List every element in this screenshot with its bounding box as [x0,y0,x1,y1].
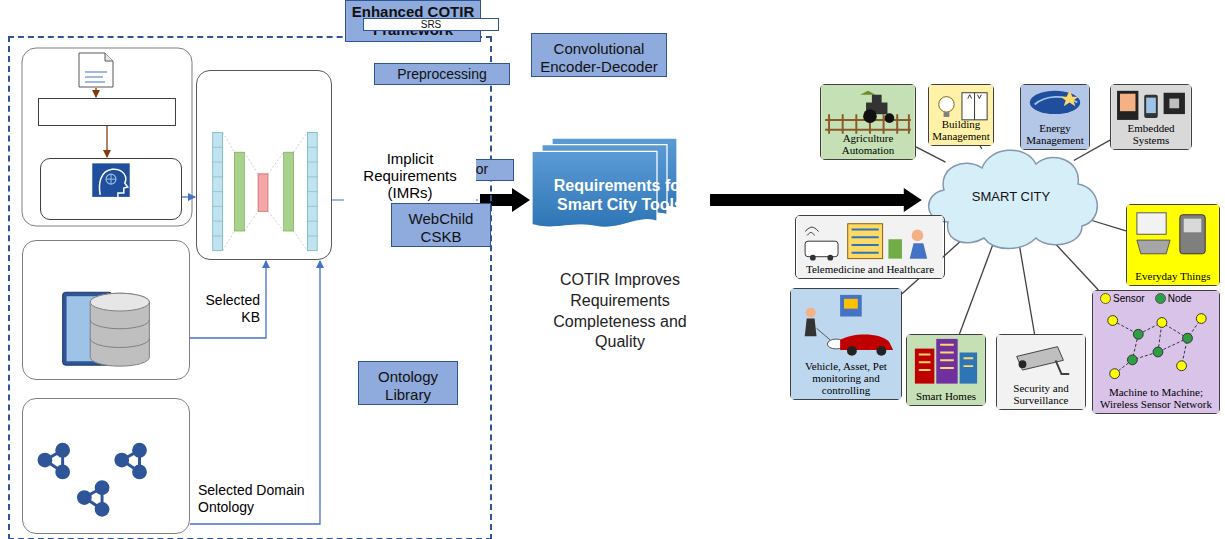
edge-label-holder: Selected KB [196,292,262,326]
connector [959,245,992,334]
legend-item: Sensor [1096,293,1145,304]
node-label: Machine to Machine; Wireless Sensor Netw… [1093,385,1219,413]
knowledge-base-box: WebChild CSKB [22,240,190,380]
document-stack [532,138,708,388]
domain-tile: Telemedicine and Healthcare [795,215,945,279]
node-label: SMART CITY [972,189,1050,204]
ontology-icons [23,399,189,533]
connector [106,126,107,157]
node-label: Preprocessing [374,63,510,85]
legend-text: Sensor [1113,293,1145,304]
domain-tile: Building Management [928,84,994,146]
legend-item: Node [1151,293,1192,304]
connector [1019,246,1034,334]
edge-label-holder: Implicit Requirements (IMRs) [344,150,476,201]
domain-tile: Everyday Things [1126,204,1220,286]
legend-swatch [1100,293,1111,304]
node-caption: COTIR Improves Requirements Completeness… [532,270,708,353]
connector [190,261,320,524]
node-label: Ontology Library [358,361,458,405]
node-label: SRS [363,18,499,31]
node-label: Building Management [929,117,993,145]
domain-tile: Vehicle, Asset, Pet monitoring and contr… [790,288,902,400]
connector [182,196,195,197]
document-stack: Requirements for Smart City ToolsCOTIR I… [532,138,708,388]
document-node: SRS [78,52,114,88]
domain-tile: Machine to Machine; Wireless Sensor Netw… [1092,290,1220,414]
connector [916,147,946,162]
brain-icon [41,159,181,219]
document-icon [78,52,114,88]
model-box: Convolutional Encoder-Decoder [196,70,332,260]
domain-tile: Embedded Systems [1110,84,1192,150]
encoder-decoder-network [197,71,331,259]
connector [1052,240,1098,290]
group-box [22,48,192,226]
node-label: Agriculture Automation [821,131,915,159]
framework-frame: Enhanced COTIR Framework SRSPreprocessin… [10,38,490,538]
connector [1090,220,1126,231]
legend-swatch [1155,293,1166,304]
node-label: Smart Homes [913,389,979,405]
node-label: Requirements for Smart City Tools [545,156,695,234]
edge-label: Selected Domain Ontology [196,482,314,516]
node-label: Telemedicine and Healthcare [803,262,937,278]
connector [980,146,982,149]
domain-tile: Agriculture Automation [820,84,916,160]
database-icon [23,241,189,379]
node-label: Energy Management [1021,121,1089,149]
node-label: Everyday Things [1132,269,1213,285]
node-label: Vehicle, Asset, Pet monitoring and contr… [791,359,901,399]
ontology-box: Ontology Library [22,398,190,534]
node-label: Convolutional Encoder-Decoder [531,33,667,77]
block-arrow [710,188,922,212]
cloud-node: SMART CITY [918,138,1104,254]
edge-label: Implicit Requirements (IMRs) [344,150,476,201]
edge-label: Selected KB [196,292,262,326]
process-box: Preprocessing [38,98,176,126]
node-label: Embedded Systems [1111,121,1191,149]
node-label: Security and Surveillance [997,381,1085,409]
legend-text: Node [1168,293,1192,304]
connector [95,88,96,97]
connector [190,261,266,338]
domain-tile: Energy Management [1020,84,1090,150]
domain-tile: Security and Surveillance [996,334,1086,410]
edge-label-holder: Selected Domain Ontology [196,482,314,516]
domain-tile: Smart Homes [906,334,986,406]
node-label: WebChild CSKB [391,203,491,247]
process-box: NL Processor [40,158,182,220]
